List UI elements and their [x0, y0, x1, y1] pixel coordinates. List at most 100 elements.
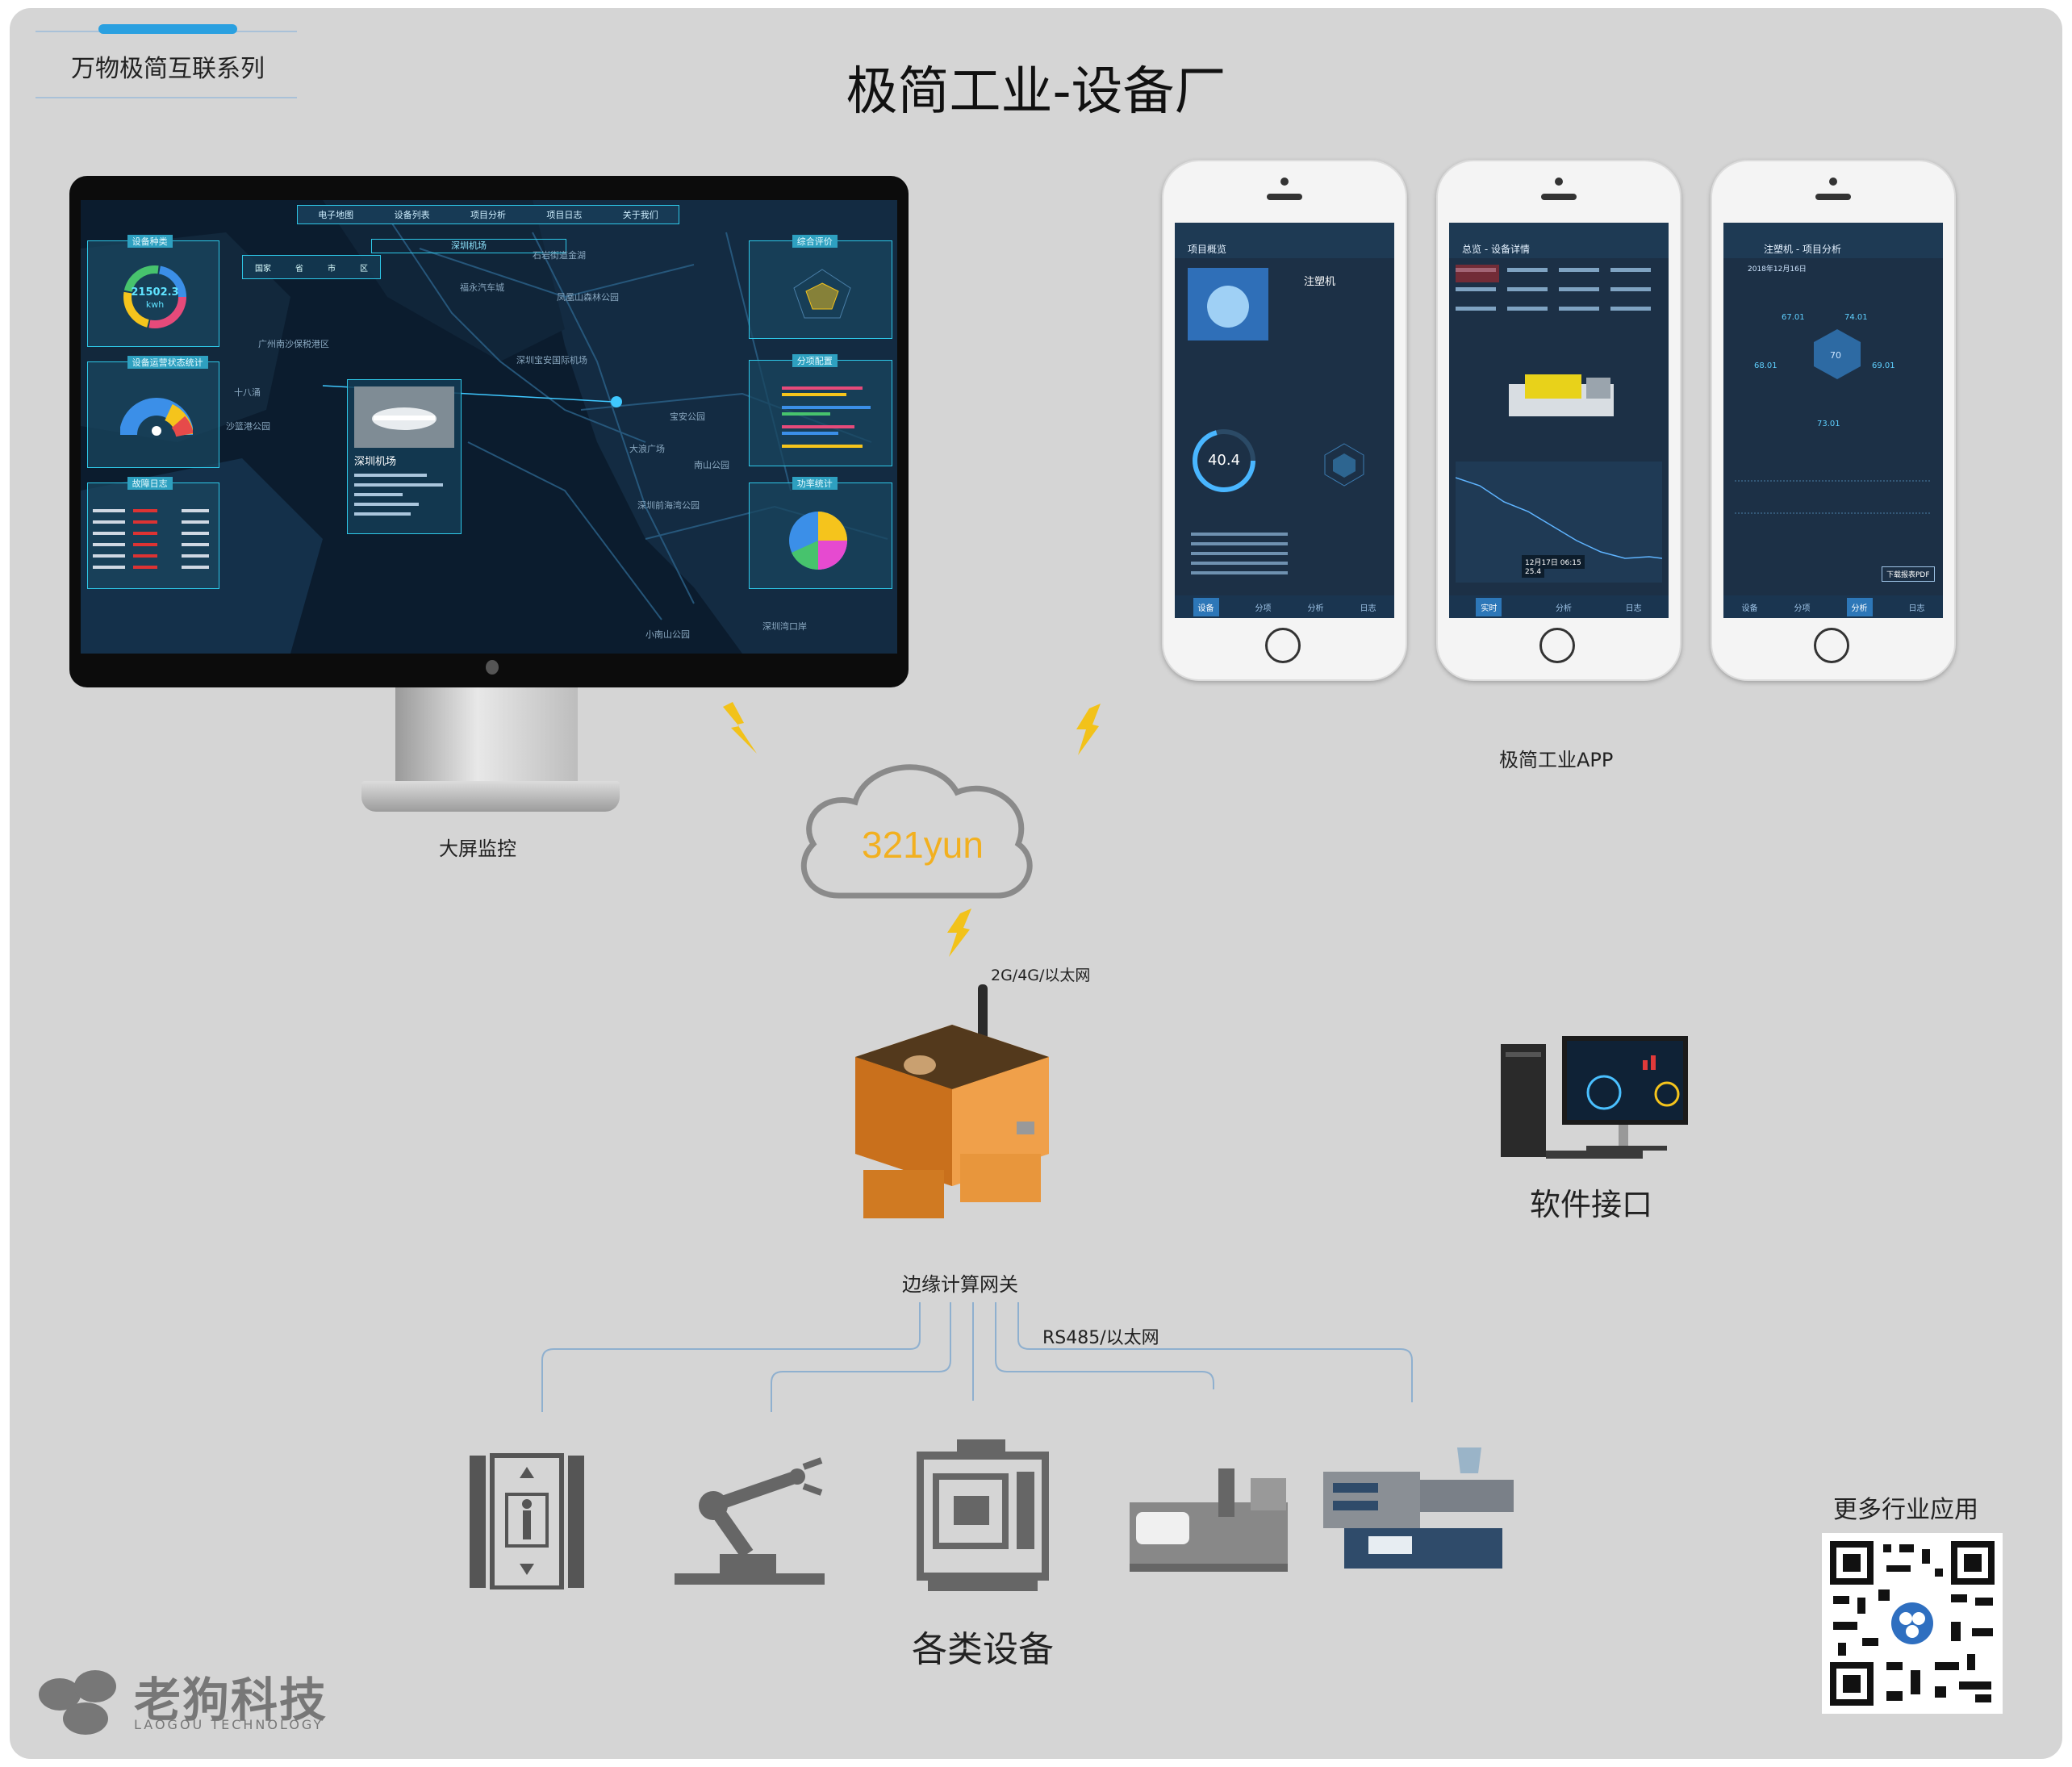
energy-value: 21502.3	[131, 286, 179, 299]
status-gauge	[120, 398, 193, 437]
app-header: 总览 - 设备详情	[1449, 223, 1669, 258]
app-tab[interactable]: 分析	[1307, 604, 1324, 613]
camera-icon	[1829, 178, 1837, 186]
app-tabbar: 实时 分析 日志	[1449, 595, 1669, 618]
monitor-label: 大屏监控	[439, 838, 516, 860]
metric-value: 70	[1830, 350, 1841, 361]
metric-value: 73.01	[1817, 420, 1840, 428]
overall-radar	[793, 269, 851, 319]
screen-nav-item[interactable]: 电子地图	[318, 210, 354, 220]
panel-title: 综合评价	[792, 235, 838, 248]
map-label: 宝安公园	[670, 411, 705, 422]
popup-details	[354, 474, 443, 516]
home-button	[1814, 628, 1849, 663]
panel-title: 分项配置	[792, 354, 838, 367]
region-tab[interactable]: 区	[360, 264, 368, 274]
analysis-hexagon	[1814, 329, 1861, 379]
series-tag: 万物极简互联系列	[71, 55, 265, 83]
screen-nav-item[interactable]: 项目日志	[546, 210, 583, 220]
app-label: 极简工业APP	[1499, 749, 1614, 771]
monitor-base	[361, 781, 620, 812]
phone-screen: 总览 - 设备详情 12月17日 06:15 25.4 实时 分析	[1449, 223, 1669, 618]
analysis-chart	[1735, 480, 1932, 514]
gateway-device	[855, 984, 1049, 1218]
app-tab[interactable]: 日志	[1625, 604, 1642, 613]
uplink-label: 2G/4G/以太网	[991, 967, 1091, 984]
location-select[interactable]: 深圳机场	[371, 239, 566, 253]
map-label: 福永汽车城	[460, 282, 504, 293]
location-popup: 深圳机场	[347, 379, 462, 534]
screen-nav-item[interactable]: 设备列表	[394, 210, 430, 220]
app-screen-title: 项目概览	[1188, 244, 1227, 255]
lathe-icon	[1130, 1468, 1288, 1572]
monitor-stand	[395, 687, 578, 784]
power-pie	[789, 512, 847, 570]
lightning-icon	[947, 909, 971, 957]
app-screen-title: 总览 - 设备详情	[1462, 244, 1530, 255]
app-header: 项目概览	[1175, 223, 1394, 258]
devices-label: 各类设备	[912, 1629, 1054, 1670]
app-tab[interactable]: 分项	[1794, 604, 1811, 613]
fault-log-rows	[93, 509, 209, 569]
region-tab[interactable]: 省	[295, 264, 303, 274]
speaker-icon	[1541, 194, 1577, 200]
screen-nav-item[interactable]: 项目分析	[470, 210, 506, 220]
home-button	[1539, 628, 1575, 663]
cnc-machine-icon	[917, 1439, 1049, 1591]
chart-tooltip-value: 25.4	[1522, 566, 1545, 578]
app-header: 注塑机 - 项目分析	[1723, 223, 1943, 258]
brand-logo-icon	[39, 1670, 116, 1735]
elevator-icon	[470, 1453, 584, 1589]
robot-arm-icon	[675, 1457, 825, 1585]
map-label: 深圳宝安国际机场	[516, 355, 587, 366]
camera-icon	[1280, 178, 1289, 186]
status-stats-panel: 设备运营状态统计	[87, 356, 219, 468]
injection-molding-icon	[1323, 1447, 1514, 1569]
airport-photo	[354, 386, 454, 448]
phone-screen: 注塑机 - 项目分析 2018年12月16日 67.01 74.01 68.01…	[1723, 223, 1943, 618]
app-tab[interactable]: 分析	[1846, 597, 1873, 616]
app-tab[interactable]: 实时	[1476, 597, 1502, 616]
map-label: 十八涌	[234, 387, 261, 398]
download-pdf-button[interactable]: 下载报表PDF	[1882, 566, 1935, 582]
time-alloc-bars	[782, 386, 871, 448]
map-label: 广州南沙保税港区	[258, 339, 329, 349]
lightning-icon	[1076, 704, 1101, 755]
cloud-icon	[800, 764, 1033, 899]
app-tab[interactable]: 设备	[1193, 597, 1219, 616]
app-tab[interactable]: 分析	[1555, 604, 1572, 613]
metric-value: 74.01	[1844, 313, 1868, 322]
panel-title: 设备种类	[127, 235, 173, 248]
qr-code[interactable]	[1822, 1533, 2003, 1714]
phone-project-analysis: 注塑机 - 项目分析 2018年12月16日 67.01 74.01 68.01…	[1711, 160, 1956, 681]
gateway-label: 边缘计算网关	[902, 1273, 1018, 1296]
phone-device-detail: 总览 - 设备详情 12月17日 06:15 25.4 实时 分析	[1436, 160, 1681, 681]
app-screen-title: 注塑机 - 项目分析	[1764, 244, 1841, 255]
region-tab[interactable]: 市	[328, 264, 336, 274]
region-tab[interactable]: 国家	[255, 264, 271, 274]
project-image	[1188, 268, 1268, 340]
device-type-panel: 设备种类 21502.3 kwh	[87, 235, 219, 347]
metric-value: 68.01	[1754, 361, 1777, 370]
cloud-label: 321yun	[862, 824, 984, 866]
camera-icon	[1555, 178, 1563, 186]
map-label: 深圳湾口岸	[762, 621, 807, 632]
speaker-icon	[1815, 194, 1851, 200]
lightning-icon	[723, 702, 757, 754]
app-tab[interactable]: 日志	[1908, 604, 1925, 613]
date-picker[interactable]: 2018年12月16日	[1748, 265, 1807, 274]
app-tab[interactable]: 设备	[1741, 604, 1758, 613]
screen-nav-item[interactable]: 关于我们	[622, 210, 658, 220]
map-label: 南山公园	[694, 460, 729, 470]
gauge-ring	[1193, 429, 1255, 492]
panel-title: 设备运营状态统计	[127, 356, 208, 369]
app-tab[interactable]: 日志	[1360, 604, 1376, 613]
stats-list	[1191, 533, 1288, 574]
overall-panel: 综合评价	[749, 235, 892, 339]
map-label: 凤凰山森林公园	[557, 292, 619, 303]
app-tab[interactable]: 分项	[1255, 604, 1272, 613]
series-tag-bar	[98, 24, 237, 34]
machine-image	[1509, 374, 1614, 416]
